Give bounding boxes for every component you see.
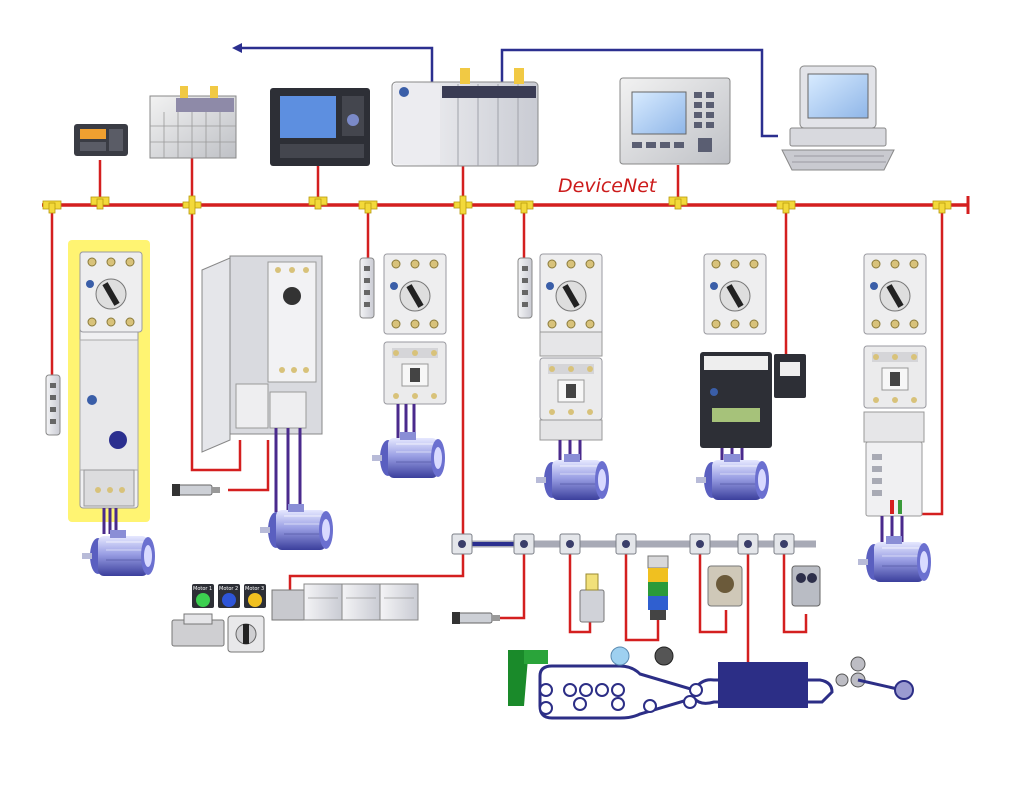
controllogix-chassis: [391, 68, 539, 167]
motor-starter-3: [517, 253, 603, 441]
devicenet-trunk: DeviceNet: [42, 175, 970, 214]
point-io-modules: [271, 583, 419, 621]
motor-icon: [81, 431, 932, 583]
soft-starter-highlighted: [68, 240, 150, 522]
sensor-icon: [171, 483, 221, 497]
sensor-icon: [451, 611, 501, 625]
hmi-terminal: [270, 88, 370, 166]
small-operator-panel: [74, 124, 128, 156]
motor-starter-5: [863, 253, 927, 517]
io-block-left: [45, 374, 61, 436]
photo-sensor: [707, 565, 743, 607]
operator-interface: [619, 77, 731, 165]
pushbutton-label-1: Motor 1: [193, 586, 212, 592]
devicenet-label: DeviceNet: [558, 175, 658, 197]
lower-trunk: [451, 533, 816, 690]
drive-enclosure: [201, 255, 323, 453]
computer-icon: [781, 65, 895, 171]
stack-light-icon: [647, 555, 669, 620]
pushbutton-station: Motor 1 Motor 2 Motor 3: [171, 584, 266, 653]
pushbutton-label-3: Motor 3: [245, 586, 264, 592]
plc-rack: [149, 86, 237, 159]
pushbutton-label-2: Motor 2: [219, 586, 238, 592]
limit-switch: [579, 573, 605, 623]
motor-starter-4: [700, 253, 806, 448]
conveyor: [508, 646, 914, 720]
devicenet-drops: [50, 158, 944, 590]
retro-sensor: [791, 565, 821, 607]
motor-starter-2: [359, 253, 447, 405]
ethernet-links: [232, 43, 778, 138]
